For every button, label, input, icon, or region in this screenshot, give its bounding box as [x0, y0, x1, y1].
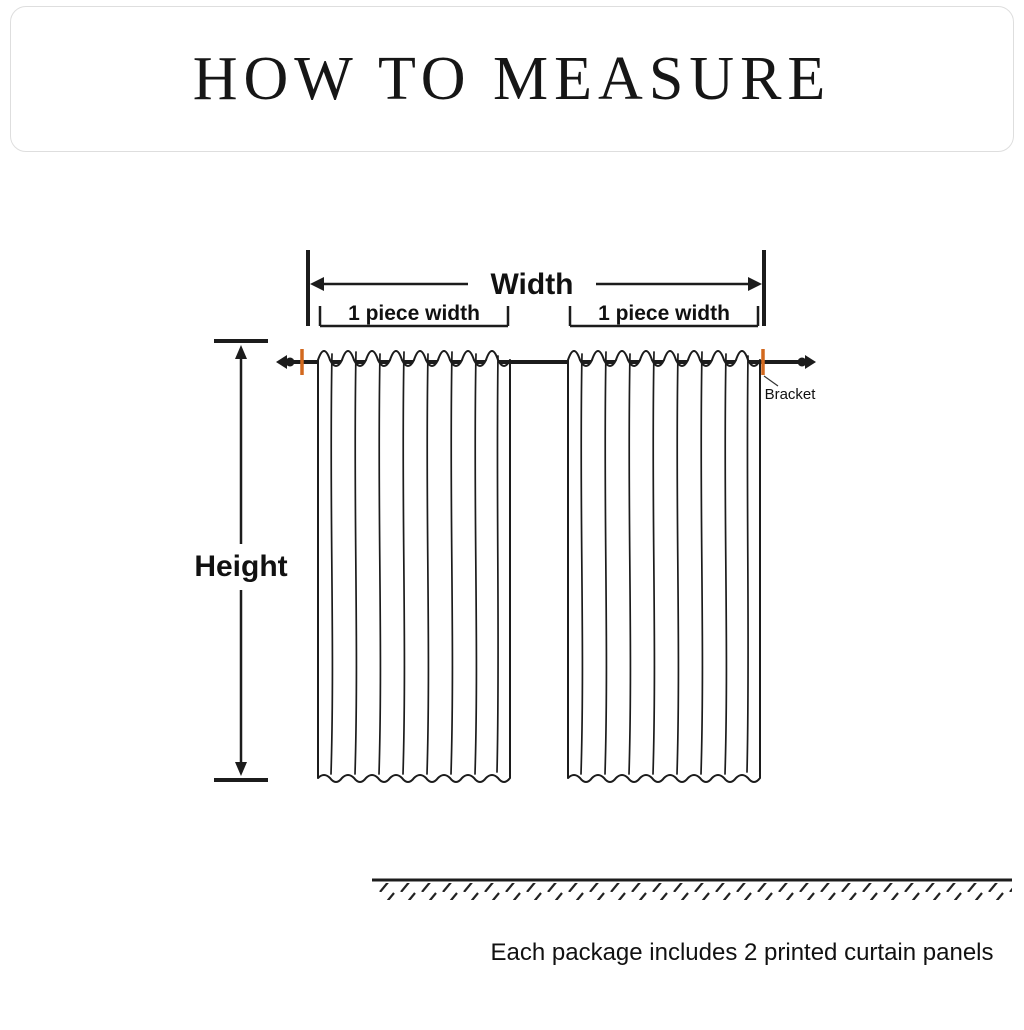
- finial-left-ball-icon: [285, 357, 295, 367]
- piece-width-right-label: 1 piece width: [598, 302, 730, 325]
- bracket-leader-line: [763, 375, 779, 387]
- page-title: HOW TO MEASURE: [192, 44, 832, 113]
- arrowhead-left-icon: [310, 277, 324, 291]
- floor: [372, 878, 1012, 900]
- curtain-panel-right: [567, 350, 761, 783]
- piece-width-measure-right: 1 piece width: [568, 302, 760, 328]
- measure-diagram: Bracket Width 1 piece width 1 piece widt…: [194, 250, 1012, 966]
- finial-right-ball-icon: [797, 357, 807, 367]
- finial-left-icon: [276, 355, 287, 369]
- arrowhead-down-icon: [235, 762, 247, 776]
- width-measure: Width: [306, 250, 766, 326]
- title-card: HOW TO MEASURE: [10, 6, 1014, 152]
- finial-right-icon: [805, 355, 816, 369]
- piece-width-left-label: 1 piece width: [348, 302, 480, 325]
- height-label: Height: [194, 550, 287, 583]
- height-measure: Height: [194, 339, 288, 782]
- piece-width-measure-left: 1 piece width: [318, 302, 510, 328]
- floor-hatching: [374, 883, 1012, 900]
- arrowhead-up-icon: [235, 345, 247, 359]
- bracket-label: Bracket: [765, 386, 817, 403]
- curtain-panel-left: [317, 350, 511, 783]
- footer-note: Each package includes 2 printed curtain …: [491, 939, 994, 966]
- arrowhead-right-icon: [748, 277, 762, 291]
- diagram-area: Bracket Width 1 piece width 1 piece widt…: [0, 154, 1024, 1020]
- width-label: Width: [490, 268, 573, 301]
